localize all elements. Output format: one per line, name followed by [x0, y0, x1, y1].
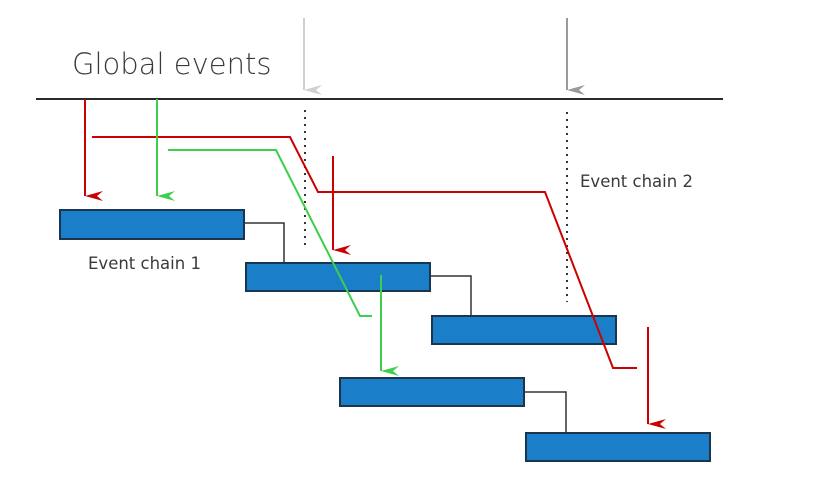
event-bar-4 [339, 377, 525, 407]
connector-bar1-bar2 [244, 222, 285, 263]
event-bar-5 [525, 432, 711, 462]
connector-bar4-bar5 [524, 391, 567, 433]
global-events-title: Global events [72, 47, 271, 81]
event-chain-1-label: Event chain 1 [88, 254, 201, 273]
event-bar-2 [245, 262, 431, 292]
connector-bar2-bar3 [430, 275, 472, 316]
event-bar-1 [59, 209, 245, 240]
event-chain-2-label: Event chain 2 [580, 172, 693, 191]
event-bar-3 [431, 315, 617, 345]
red-event-path [92, 136, 637, 369]
green-event-path [168, 149, 372, 317]
